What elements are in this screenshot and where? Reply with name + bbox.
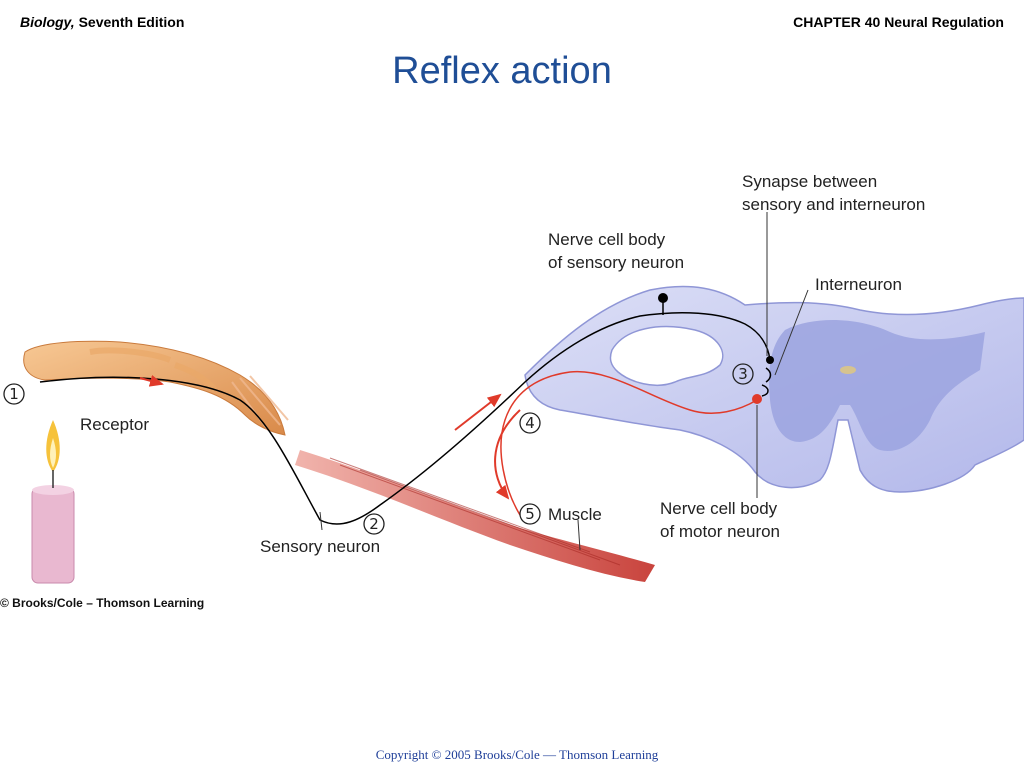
muscle [295,450,655,582]
impulse-arrow-sensory [454,393,502,431]
interneuron-label: Interneuron [815,275,902,294]
sensory-neuron-path [39,311,771,525]
step-3: 3 [732,363,754,385]
synapse-label-line1: Synapse between [742,172,877,191]
step-3-label: 3 [738,365,748,383]
muscle-label: Muscle [548,505,602,524]
step-1: 1 [3,383,25,405]
sensory-cell-body [658,293,668,303]
motor-cell-body [752,394,762,404]
sensory-neuron-label: Sensory neuron [260,537,380,556]
sensory-body-label-line2: of sensory neuron [548,253,684,272]
header-book-title: Biology, Seventh Edition [20,14,184,30]
step-2: 2 [363,513,385,535]
step-5-label: 5 [525,505,535,523]
synapse-dot [766,356,774,364]
receptor-label: Receptor [80,415,149,434]
motor-neuron-path [500,370,758,516]
image-credit: © Brooks/Cole – Thomson Learning [0,596,204,610]
step-4: 4 [519,412,541,434]
impulse-arrow-motor [494,409,521,500]
edition: Seventh Edition [74,14,185,30]
book-title: Biology, [20,14,75,30]
synapse-label-line2: sensory and interneuron [742,195,925,214]
central-canal [840,366,856,374]
step-2-label: 2 [369,515,379,533]
sensory-body-label-line1: Nerve cell body [548,230,666,249]
step-5: 5 [519,503,541,525]
spinal-cord [524,285,1024,493]
slide-title: Reflex action [392,50,612,92]
finger [23,340,289,436]
ganglion-opening [609,325,724,386]
reflex-arc-diagram: 1 2 3 4 5 Synapse between sensory and in… [0,172,1024,610]
gray-matter [769,320,985,451]
footer-copyright: Copyright © 2005 Brooks/Cole — Thomson L… [375,747,659,762]
step-1-label: 1 [9,385,19,403]
motor-body-label-line2: of motor neuron [660,522,780,541]
impulse-arrow-receptor [139,375,164,387]
motor-body-label-line1: Nerve cell body [660,499,778,518]
chapter-title: CHAPTER 40 Neural Regulation [793,14,1004,30]
candle [31,420,75,584]
step-4-label: 4 [525,414,535,432]
